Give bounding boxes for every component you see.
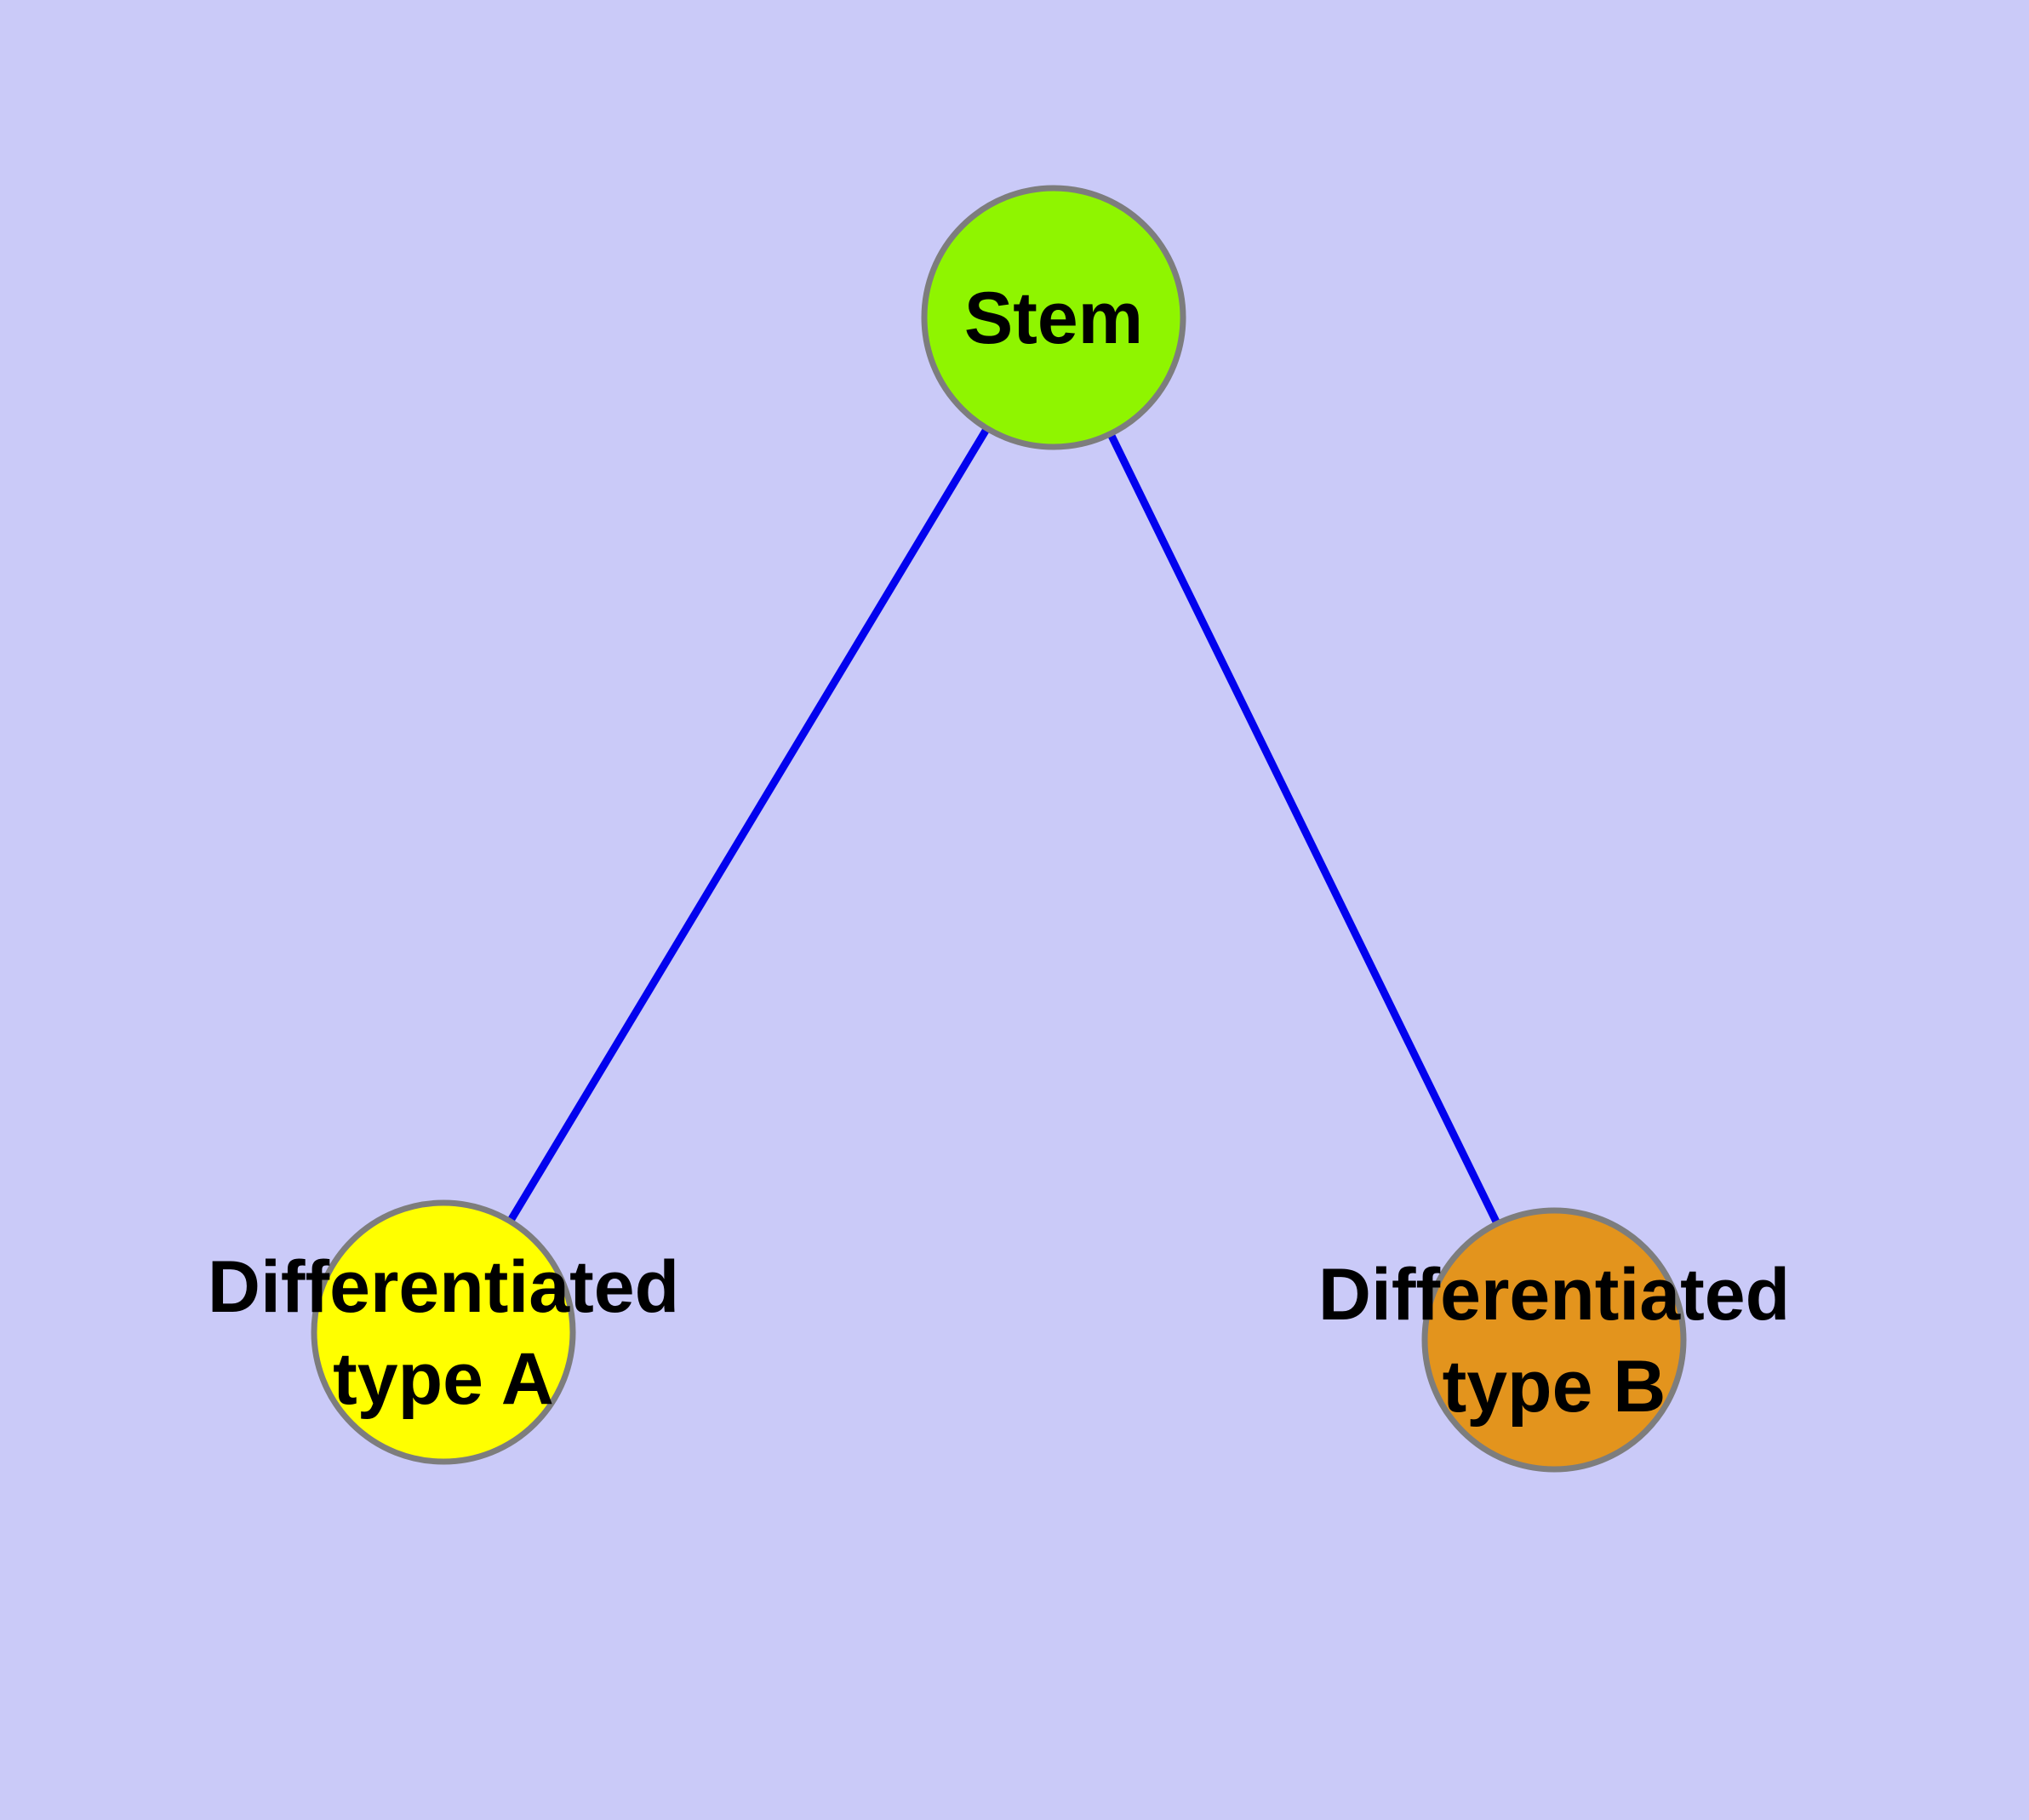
- node-differentiated-type-a: [311, 1199, 576, 1465]
- edge-stem-to-differentiated-type-b: [1049, 316, 1558, 1342]
- node-differentiated-type-b: [1421, 1207, 1687, 1473]
- node-label-line: type A: [333, 1338, 554, 1420]
- node-label-stem: Stem: [964, 278, 1143, 359]
- edge-stem-to-differentiated-type-a: [440, 315, 1057, 1335]
- node-stem: [921, 185, 1186, 450]
- node-label-differentiated-type-b: Differentiated type B: [1318, 1254, 1790, 1428]
- node-label-line: Differentiated: [208, 1246, 679, 1328]
- node-label-line: type B: [1443, 1346, 1666, 1428]
- node-label-line: Differentiated: [1318, 1254, 1790, 1336]
- node-label-line: Stem: [964, 278, 1143, 359]
- node-label-differentiated-type-a: Differentiated type A: [208, 1246, 679, 1420]
